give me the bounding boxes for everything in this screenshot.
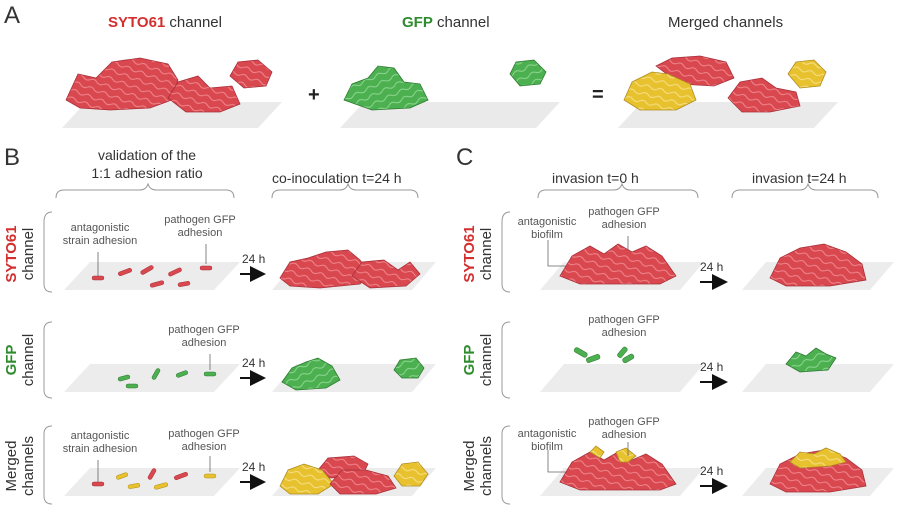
group-label-validation: validation of the 1:1 adhesion ratio	[91, 147, 203, 181]
label-pathogen-gfp-adhesion-b3: pathogen GFP adhesion	[168, 428, 240, 453]
label-pathogen-gfp-adhesion-c1: pathogen GFP adhesion	[588, 206, 660, 231]
leader-lines-c-row3	[547, 442, 629, 473]
plus-sign: +	[308, 84, 320, 106]
bracket-b-left	[55, 182, 235, 199]
group-label-invasion-t0: invasion t=0 h	[552, 170, 639, 186]
row-label-gfp-word: GFP	[3, 344, 20, 376]
group-label-coinoculation: co-inoculation t=24 h	[272, 170, 402, 186]
panel-letter-c: C	[456, 144, 474, 171]
row-label-channels-word: channels	[478, 435, 495, 497]
row-label-syto-word: SYTO61	[461, 225, 478, 283]
cells-c-row2	[573, 346, 635, 364]
gfp-word: GFP	[402, 14, 433, 31]
label-antagonistic-strain-adhesion-b1: antagonistic strain adhesion	[62, 222, 138, 247]
bracket-c-right	[731, 182, 879, 199]
label-antagonistic-biofilm-c3: antagonistic biofilm	[517, 428, 577, 453]
group-label-invasion-t24: invasion t=24 h	[752, 170, 847, 186]
arrows-b	[240, 266, 266, 490]
panel-letter-a: A	[4, 2, 21, 29]
cells-b-row2	[117, 368, 217, 389]
leader-lines-b-row1	[97, 244, 207, 276]
arrow-label-24h-b1: 24 h	[242, 252, 266, 266]
syto61-word: SYTO61	[108, 14, 166, 31]
biofilm-green-b	[281, 357, 425, 391]
label-pathogen-gfp-adhesion-c3: pathogen GFP adhesion	[588, 416, 660, 441]
row-label-merged-word: Merged	[3, 440, 20, 492]
biofilm-green-c-right	[785, 347, 837, 373]
panel-letter-b: B	[4, 144, 21, 171]
biofilm-red-c-row1	[559, 243, 677, 285]
cells-b-row3	[91, 468, 217, 490]
equals-sign: =	[592, 84, 604, 106]
arrow-label-24h-c2: 24 h	[700, 360, 724, 374]
channel-word: channel	[432, 14, 490, 31]
biofilm-merged-a	[623, 55, 827, 113]
row-braces	[43, 211, 511, 505]
biofilm-merged-c-right	[769, 447, 867, 493]
row-label-channel-word: channel	[20, 227, 37, 281]
biofilm-red-c-row1-right	[769, 243, 867, 287]
title-merged-channels: Merged channels	[668, 14, 784, 31]
row-label-channel-word: channel	[20, 333, 37, 387]
label-antagonistic-biofilm-c1: antagonistic biofilm	[517, 216, 577, 241]
row-label-syto-word: SYTO61	[3, 225, 20, 283]
channel-word: channel	[165, 14, 222, 31]
bracket-c-left	[537, 182, 699, 199]
arrows-c	[700, 274, 728, 494]
row-label-gfp-word: GFP	[461, 344, 478, 376]
label-antagonistic-strain-adhesion-b3: antagonistic strain adhesion	[62, 430, 138, 455]
row-label-channels-word: channels	[20, 435, 37, 497]
title-gfp-channel: GFP channel	[402, 14, 490, 31]
title-syto61-channel: SYTO61 channel	[108, 14, 222, 31]
label-pathogen-gfp-adhesion-c2: pathogen GFP adhesion	[588, 314, 660, 339]
leader-lines-c-row1	[547, 236, 629, 267]
cells-b-row1	[91, 265, 213, 288]
label-pathogen-gfp-adhesion-b1: pathogen GFP adhesion	[164, 214, 236, 239]
arrow-label-24h-c1: 24 h	[700, 260, 724, 274]
biofilm-merged-b	[279, 455, 429, 495]
row-label-merged-word: Merged	[461, 440, 478, 492]
arrow-label-24h-c3: 24 h	[700, 464, 724, 478]
row-label-channel-word: channel	[478, 333, 495, 387]
biofilm-red-a	[65, 57, 273, 113]
biofilm-green-a	[343, 59, 547, 111]
biofilm-merged-c-row3	[559, 445, 677, 491]
biofilm-red-b	[279, 249, 421, 289]
arrow-label-24h-b3: 24 h	[242, 460, 266, 474]
bracket-b-right	[271, 182, 419, 199]
leader-lines-b-row3	[97, 456, 211, 482]
row-label-channel-word: channel	[478, 227, 495, 281]
label-pathogen-gfp-adhesion-b2: pathogen GFP adhesion	[168, 324, 240, 349]
arrow-label-24h-b2: 24 h	[242, 356, 266, 370]
